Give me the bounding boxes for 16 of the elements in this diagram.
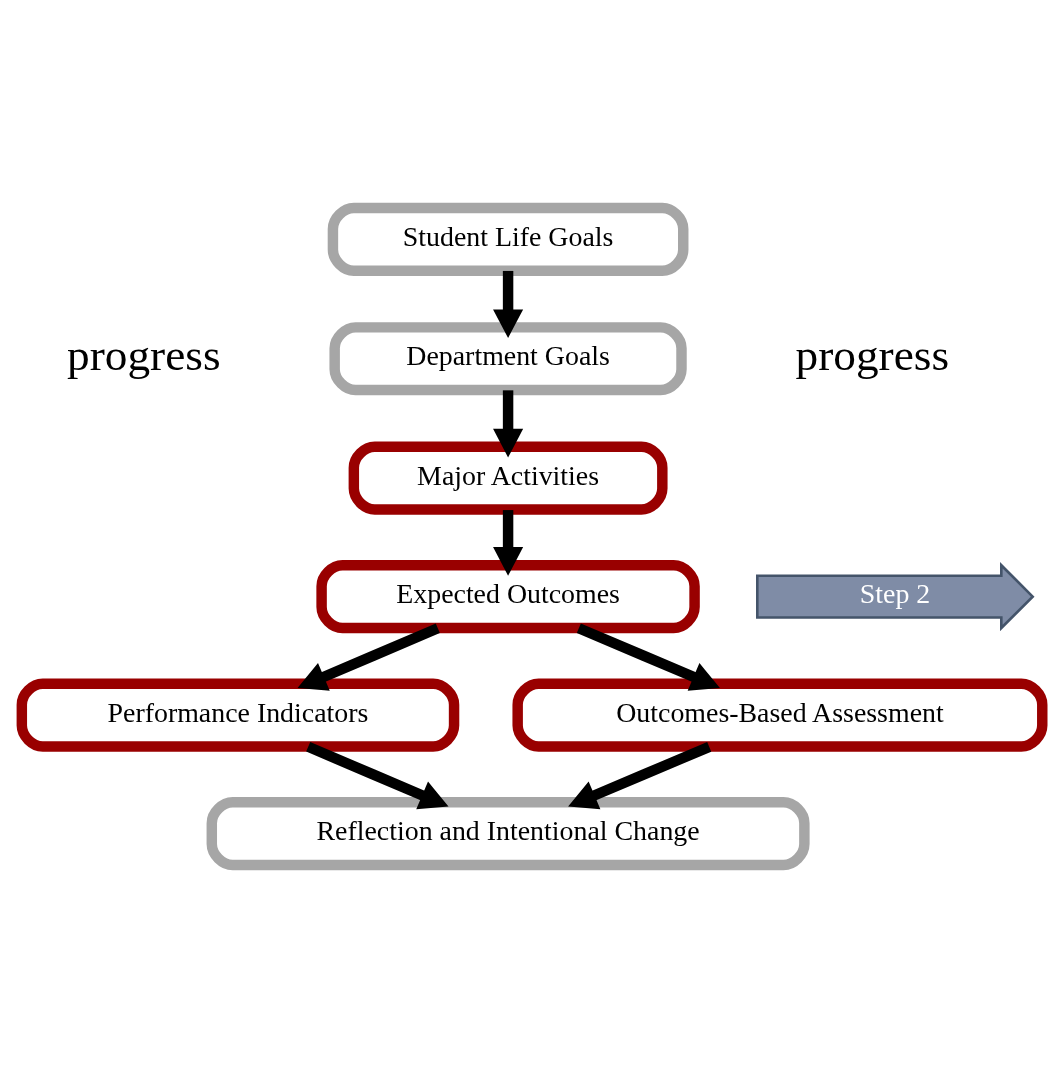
node-box: Performance Indicators	[16, 678, 460, 752]
node-box: Department Goals	[329, 322, 687, 396]
arrow	[568, 742, 712, 810]
node-box: Reflection and Intentional Change	[206, 797, 810, 871]
node-box: Major Activities	[348, 441, 668, 515]
arrow	[493, 390, 524, 458]
arrow	[493, 270, 524, 339]
node-box: Student Life Goals	[327, 202, 689, 276]
arrow	[297, 623, 440, 691]
label: progress	[67, 329, 221, 380]
arrow	[306, 742, 449, 810]
arrow	[576, 623, 720, 691]
label: progress	[795, 329, 950, 380]
arrow	[493, 510, 524, 576]
node-box: Expected Outcomes	[316, 560, 700, 634]
node-box: Outcomes-Based Assessment	[512, 678, 1048, 752]
